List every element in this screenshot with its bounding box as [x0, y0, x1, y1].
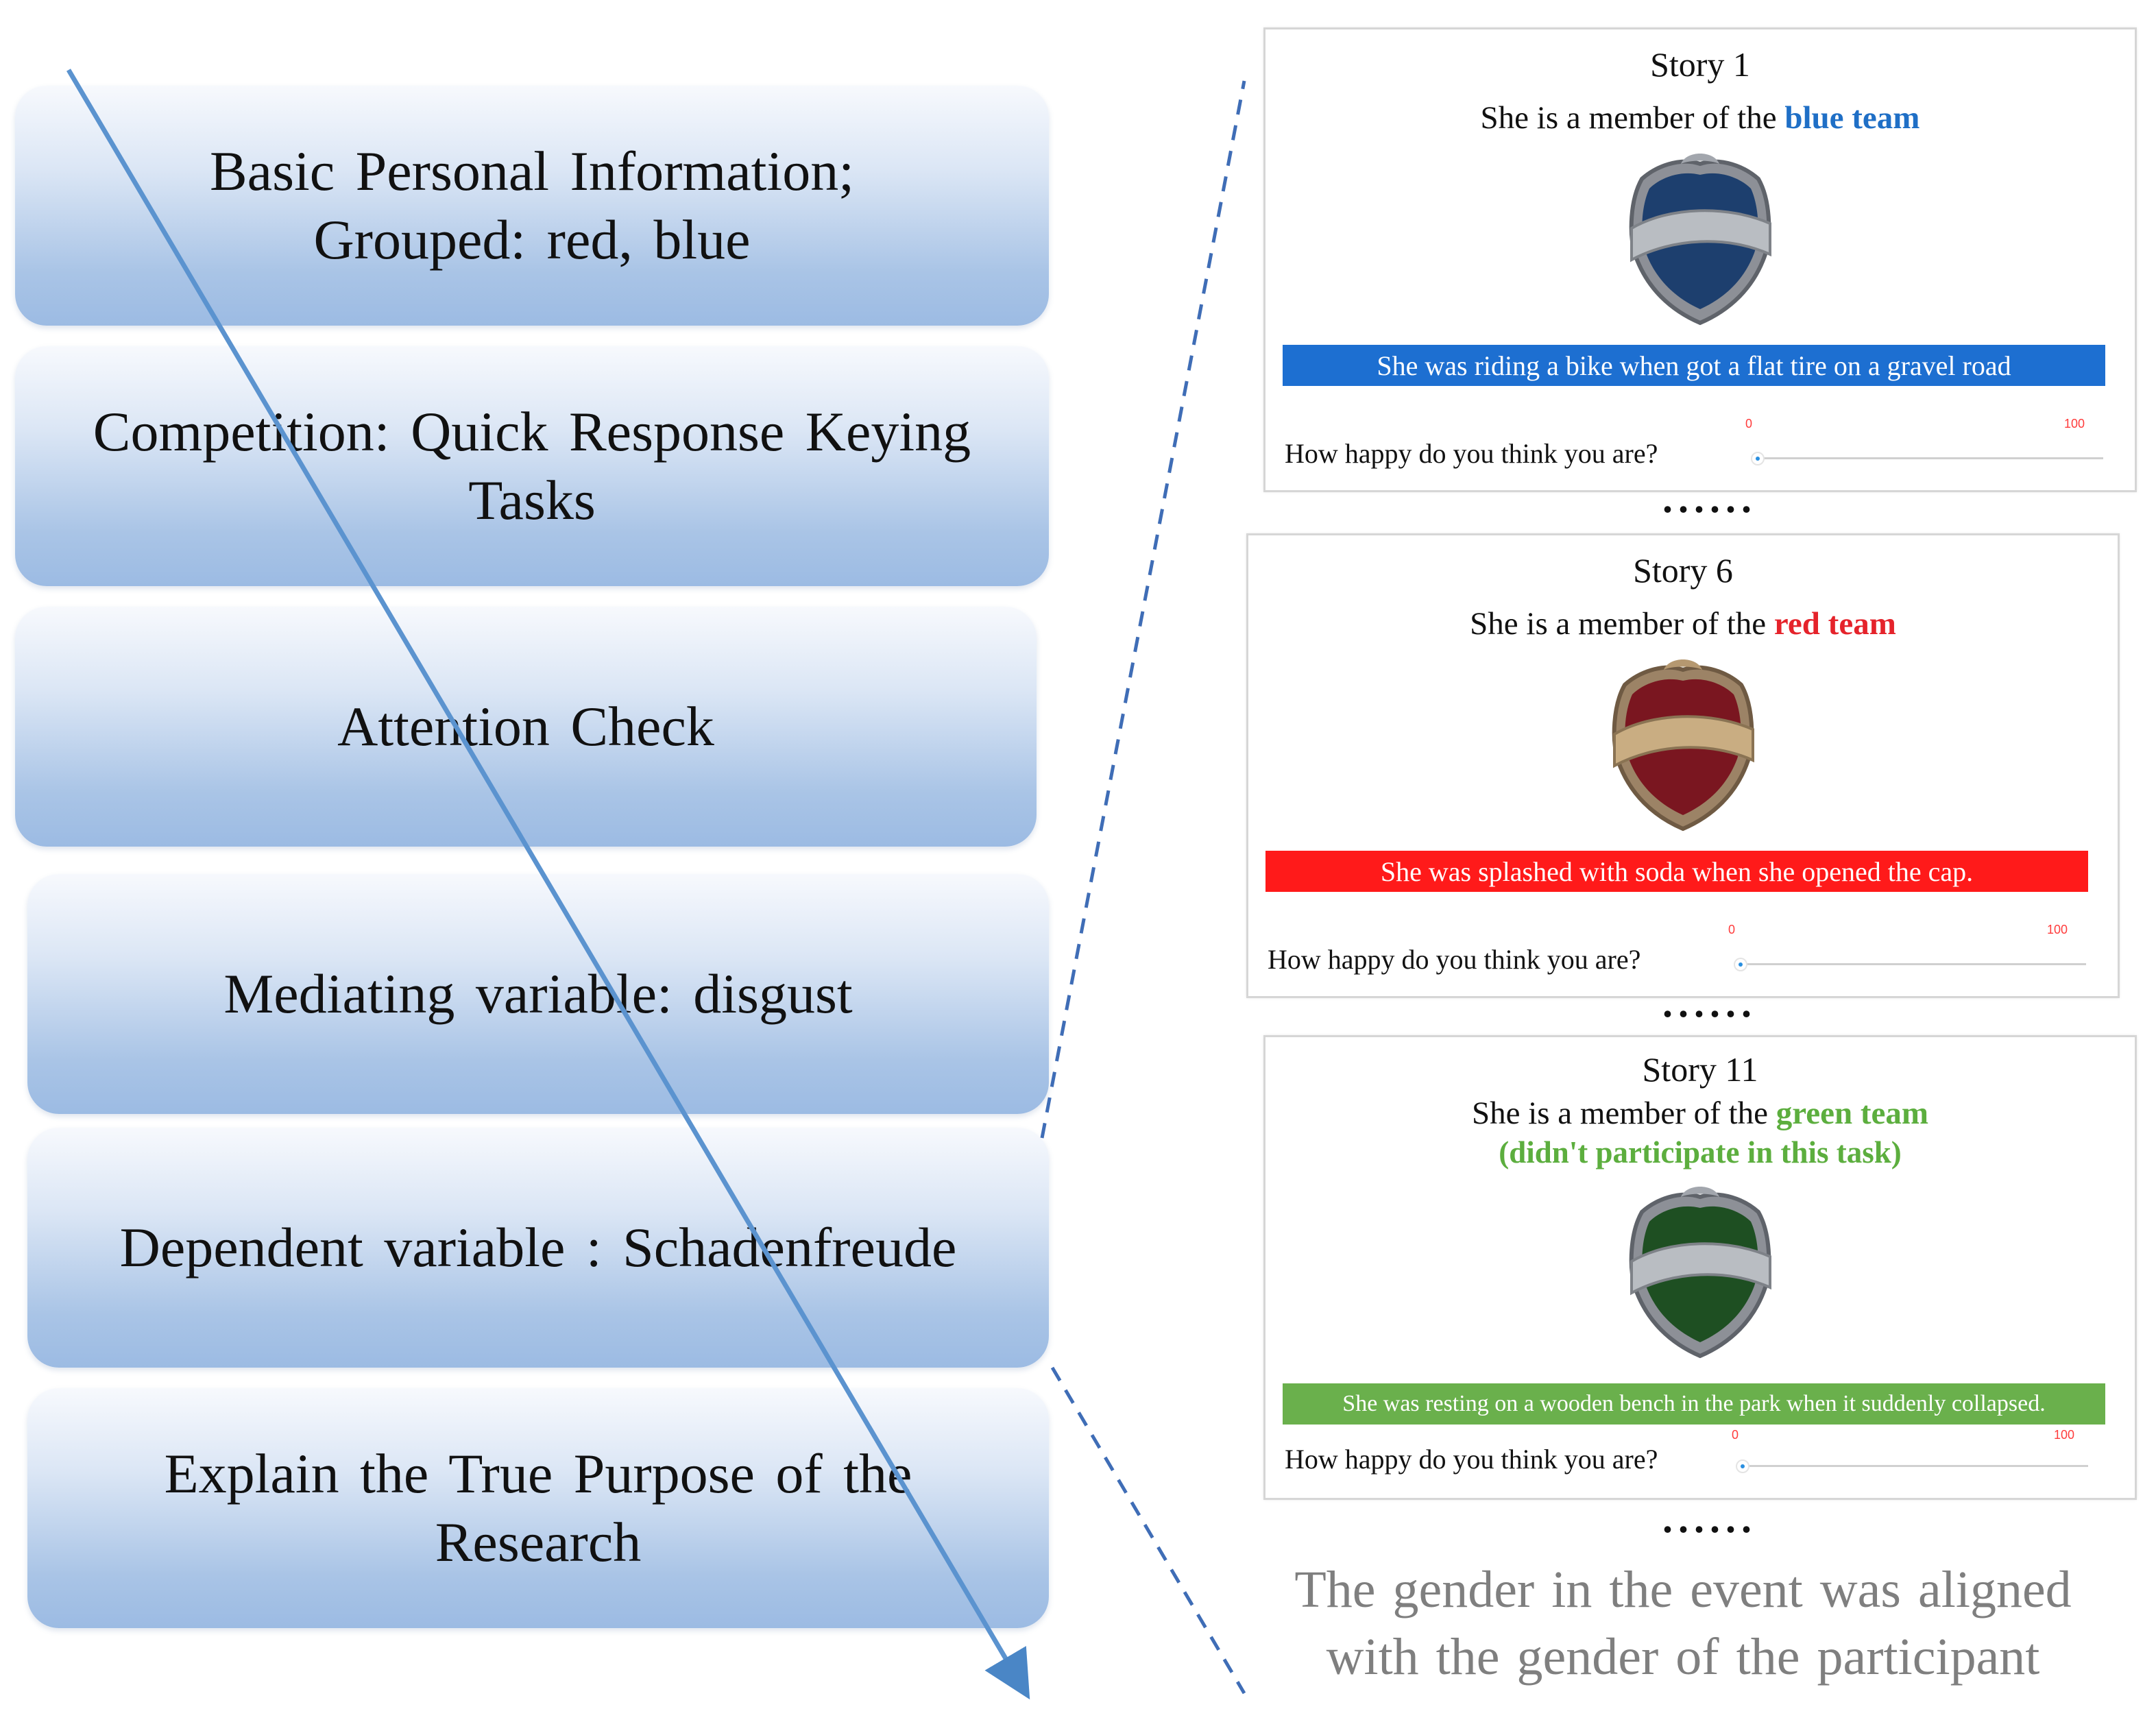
step-competition: Competition: Quick Response Keying Tasks	[15, 346, 1049, 586]
story-card-11: Story 11 She is a member of the green te…	[1263, 1035, 2137, 1500]
story-6-question: How happy do you think you are?	[1268, 944, 1641, 975]
story-1-slider-min: 0	[1745, 417, 1753, 431]
ellipsis-3: ......	[1662, 1496, 1757, 1541]
story-6-slider-max: 100	[2047, 923, 2068, 936]
green-team-shield-icon	[1629, 1187, 1771, 1359]
story-11-member-prefix: She is a member of the	[1471, 1095, 1768, 1131]
story-11-slider-min: 0	[1732, 1428, 1739, 1442]
step-dependent-variable: Dependent variable : Schadenfreude	[27, 1128, 1049, 1368]
red-team-shield-icon	[1612, 659, 1754, 832]
step-basic-info-line-1: Basic Personal Information;	[209, 140, 855, 202]
story-6-member-line: She is a member of the red team	[1248, 605, 2118, 642]
story-11-team: green team	[1776, 1095, 1929, 1131]
story-card-1: Story 1 She is a member of the blue team…	[1263, 27, 2137, 492]
story-card-6: Story 6 She is a member of the red team …	[1246, 533, 2120, 998]
story-11-member-line: She is a member of the green team	[1265, 1095, 2135, 1132]
blue-team-shield-icon	[1629, 154, 1771, 326]
story-6-title: Story 6	[1633, 551, 1733, 590]
story-6-member-prefix: She is a member of the	[1470, 606, 1767, 642]
step-explain-purpose-line-2: Research	[435, 1511, 642, 1573]
gender-alignment-note-line-2: with the gender of the participant	[1326, 1628, 2040, 1686]
story-11-title: Story 11	[1642, 1050, 1758, 1089]
story-11-slider-max: 100	[2054, 1428, 2075, 1442]
step-explain-purpose: Explain the True Purpose of the Research	[27, 1388, 1049, 1628]
story-6-event-banner: She was splashed with soda when she open…	[1265, 851, 2088, 892]
ellipsis-1: ......	[1662, 476, 1757, 521]
story-11-note: (didn't participate in this task)	[1499, 1135, 1902, 1169]
story-1-happiness-slider[interactable]	[1754, 457, 2103, 459]
ellipsis-2: ......	[1662, 980, 1757, 1026]
step-attention-check-line-1: Attention Check	[337, 695, 714, 757]
story-6-happiness-slider[interactable]	[1736, 963, 2086, 965]
story-1-member-prefix: She is a member of the	[1480, 100, 1777, 136]
gender-alignment-note-line-1: The gender in the event was aligned	[1294, 1561, 2072, 1619]
step-mediating-variable-line-1: Mediating variable: disgust	[223, 962, 853, 1025]
step-competition-line-2: Tasks	[468, 469, 596, 531]
step-competition-line-1: Competition: Quick Response Keying	[93, 400, 971, 463]
step-explain-purpose-line-1: Explain the True Purpose of the	[164, 1442, 912, 1505]
zoom-line-top	[1040, 80, 1246, 1139]
story-6-slider-knob[interactable]	[1734, 958, 1747, 971]
story-1-member-line: She is a member of the blue team	[1265, 99, 2135, 136]
story-11-event-banner: She was resting on a wooden bench in the…	[1283, 1383, 2105, 1425]
gender-alignment-note: The gender in the event was aligned with…	[1261, 1556, 2105, 1690]
zoom-line-bottom	[1050, 1366, 1246, 1695]
story-1-event-banner: She was riding a bike when got a flat ti…	[1283, 345, 2105, 386]
story-1-slider-knob[interactable]	[1751, 452, 1765, 465]
story-6-slider-min: 0	[1728, 923, 1736, 936]
story-11-question: How happy do you think you are?	[1285, 1444, 1658, 1475]
story-1-slider-max: 100	[2064, 417, 2085, 431]
story-11-slider-knob[interactable]	[1736, 1459, 1749, 1473]
story-11-happiness-slider[interactable]	[1739, 1465, 2088, 1467]
step-basic-info: Basic Personal Information; Grouped: red…	[15, 86, 1049, 326]
story-1-title: Story 1	[1650, 45, 1750, 84]
story-6-team: red team	[1773, 606, 1896, 642]
step-mediating-variable: Mediating variable: disgust	[27, 874, 1049, 1114]
story-1-team: blue team	[1784, 100, 1920, 136]
step-basic-info-line-2: Grouped: red, blue	[313, 208, 751, 271]
step-attention-check: Attention Check	[15, 607, 1037, 847]
story-1-question: How happy do you think you are?	[1285, 438, 1658, 469]
step-dependent-variable-line-1: Dependent variable : Schadenfreude	[119, 1216, 957, 1278]
